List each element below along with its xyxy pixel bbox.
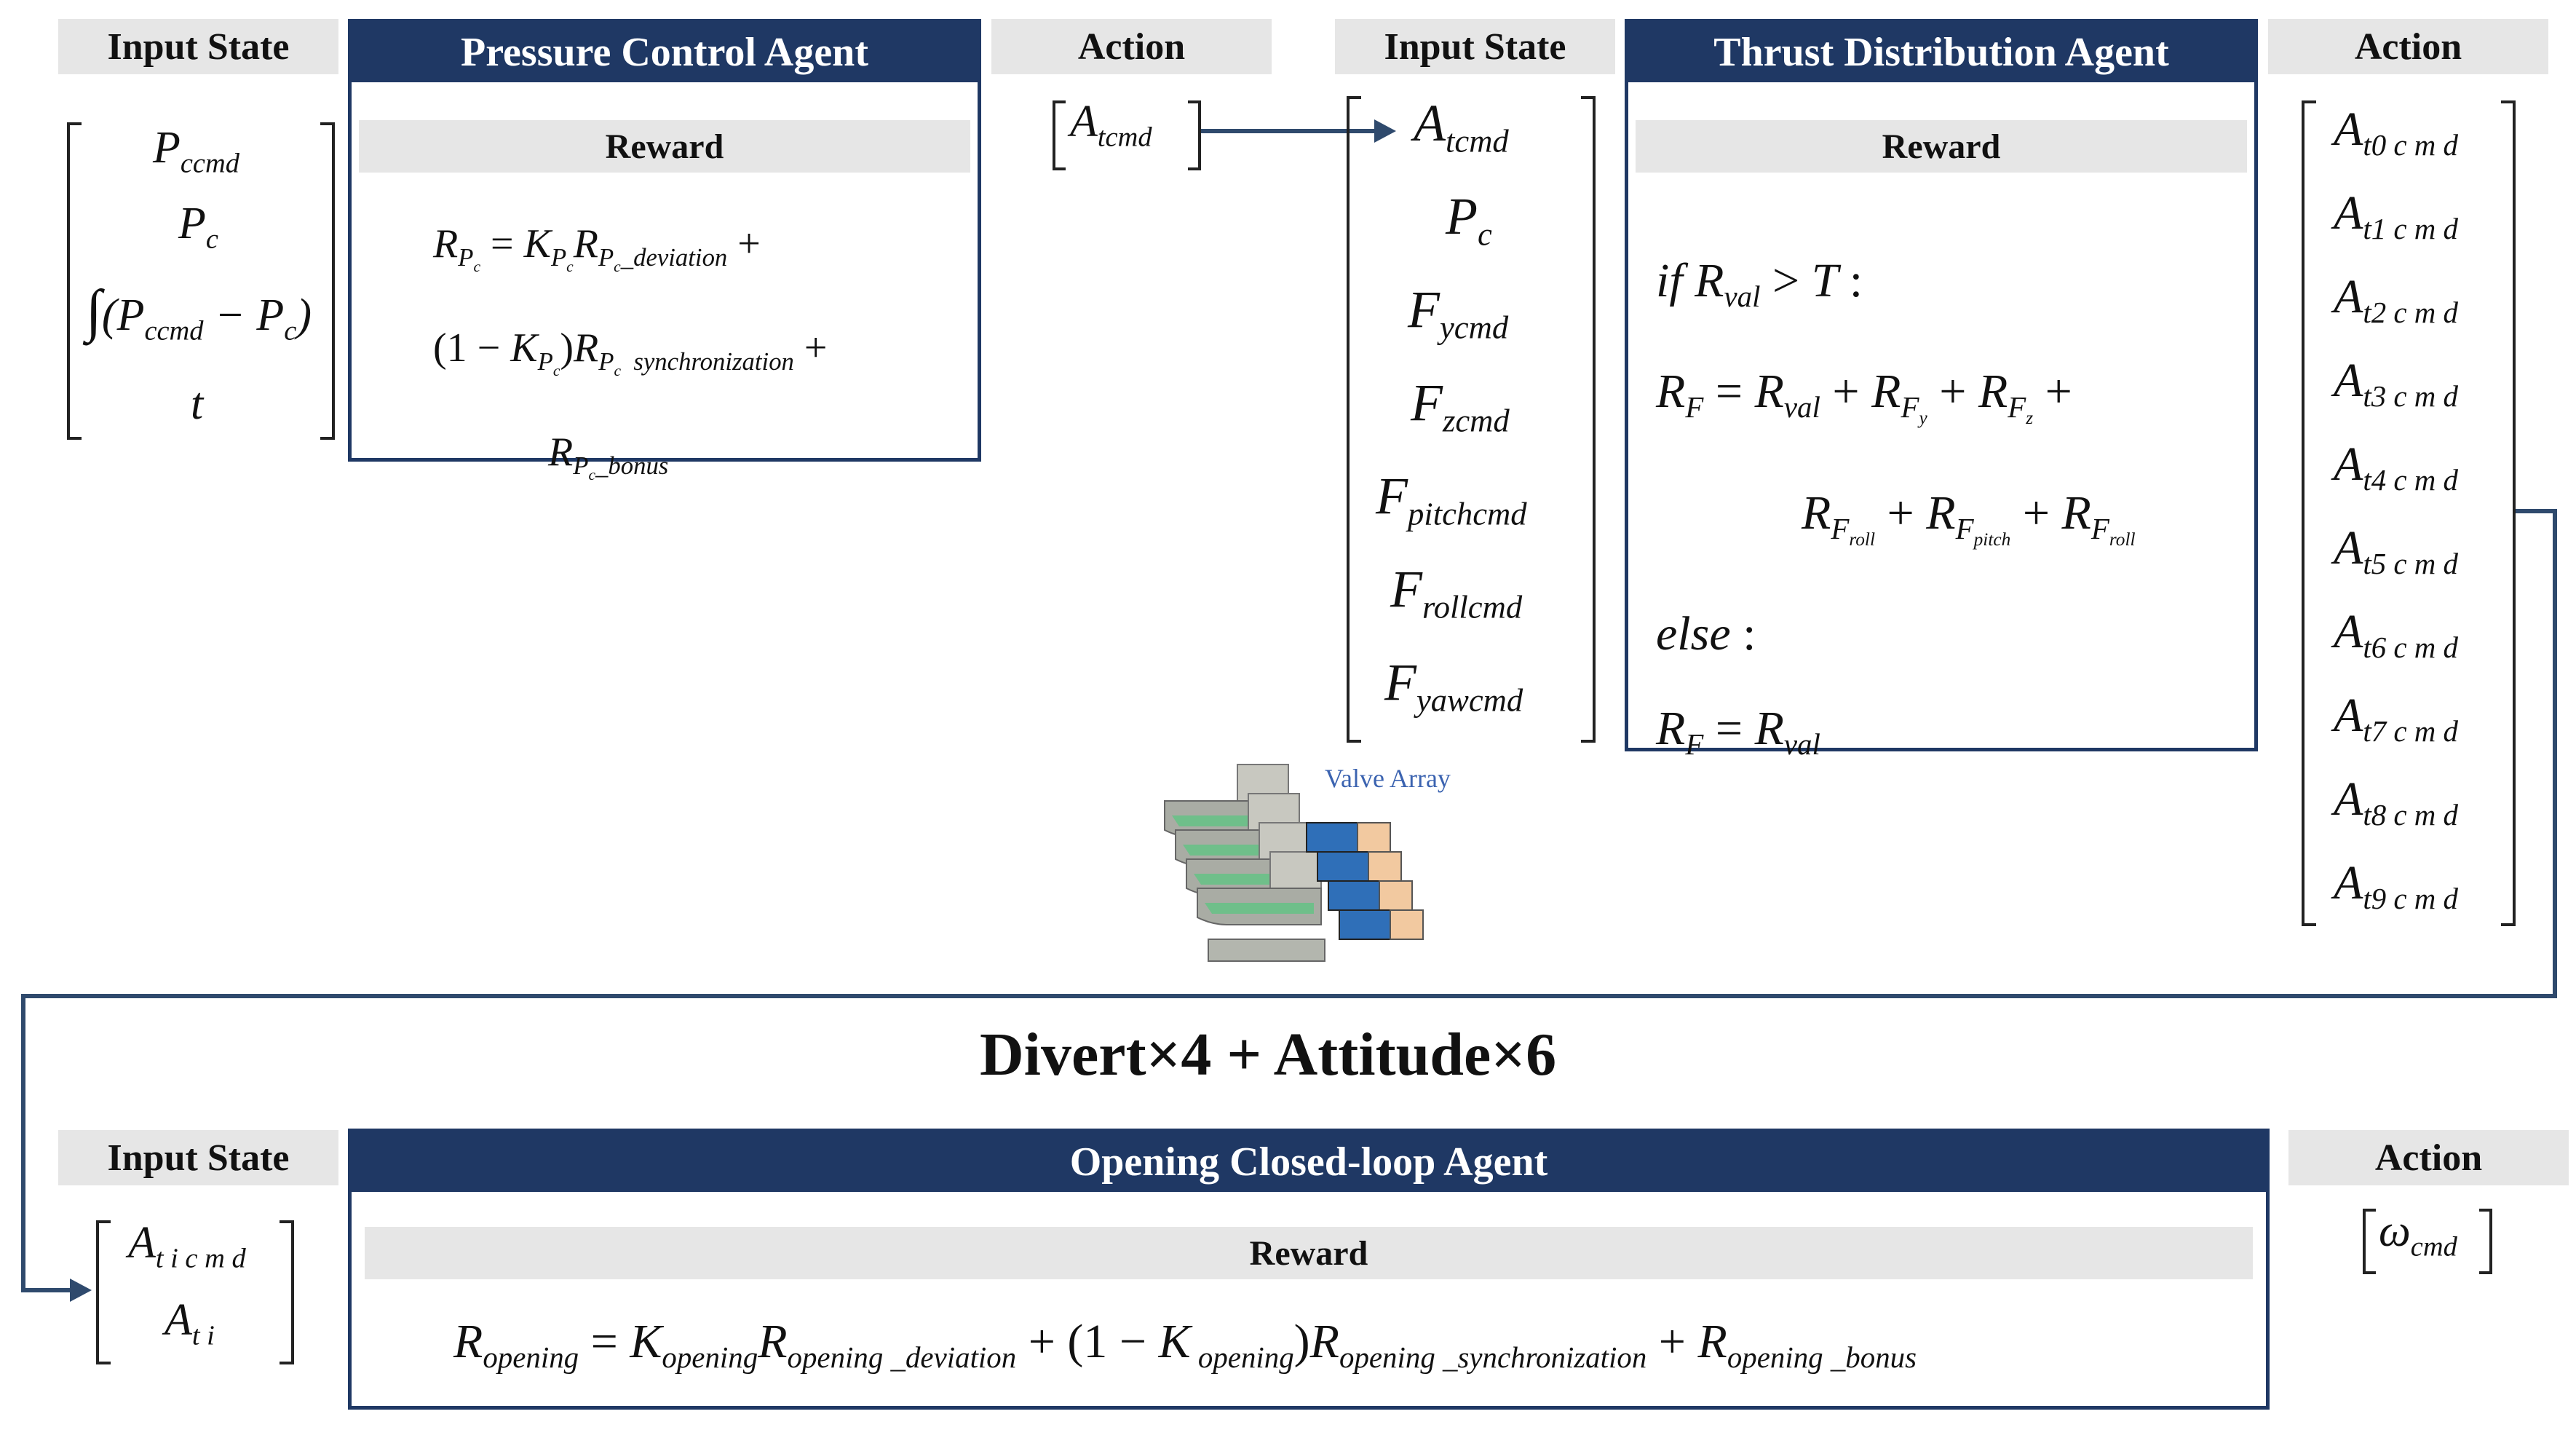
thrust-distribution-agent: Thrust Distribution Agent Reward if Rval… bbox=[1625, 19, 2258, 761]
action-label-pressure: Action bbox=[991, 19, 1272, 74]
input-state-label-thrust: Input State bbox=[1335, 19, 1615, 74]
action-label-thrust: Action bbox=[2268, 19, 2548, 74]
opening-closed-loop-agent: Opening Closed-loop Agent Reward Ropenin… bbox=[348, 1129, 2270, 1410]
opening-reward-formula: Ropening = KopeningRopening _deviation +… bbox=[453, 1315, 1917, 1375]
valve-array-illustration: Valve Array bbox=[1150, 757, 1558, 976]
thrust-reward-formula: if Rval > T : RF = Rval + RFy + RFz + RF… bbox=[1656, 254, 2136, 762]
action-label-opening: Action bbox=[2288, 1130, 2569, 1185]
thrust-reward-label: Reward bbox=[1636, 120, 2247, 173]
valve-array-caption: Valve Array bbox=[1325, 764, 1451, 793]
thrust-agent-title: Thrust Distribution Agent bbox=[1628, 23, 2254, 82]
divert-attitude-caption: Divert×4 + Attitude×6 bbox=[980, 1021, 1557, 1089]
opening-reward-label: Reward bbox=[365, 1227, 2253, 1279]
valve-stack bbox=[1164, 764, 1424, 962]
pressure-agent-title: Pressure Control Agent bbox=[352, 23, 978, 82]
pressure-reward-label: Reward bbox=[359, 120, 970, 173]
input-state-label-pressure: Input State bbox=[58, 19, 338, 74]
opening-agent-title: Opening Closed-loop Agent bbox=[352, 1132, 2266, 1192]
pressure-reward-formula: RPc = KPcRPc_deviation + (1 − KPc)RPc sy… bbox=[433, 221, 828, 484]
input-state-label-opening: Input State bbox=[58, 1130, 338, 1185]
pressure-control-agent: Pressure Control Agent Reward RPc = KPcR… bbox=[348, 19, 981, 483]
